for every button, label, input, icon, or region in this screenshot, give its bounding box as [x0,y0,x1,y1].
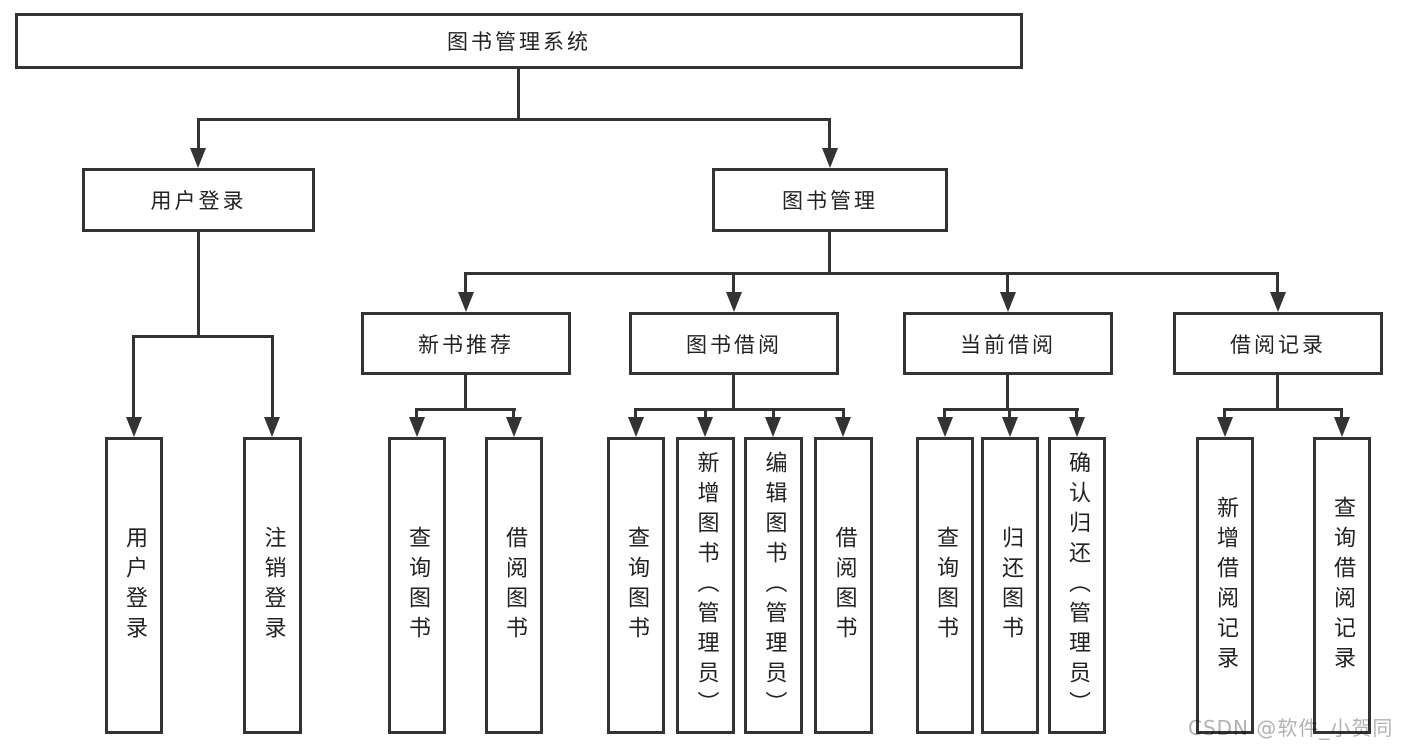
node-user-login: 用户登录 [82,168,315,232]
connector-line [1340,408,1343,419]
leaf-current-return-books: 归还图书 [981,437,1039,734]
connector-line [828,232,831,272]
arrowhead-icon [628,417,644,437]
arrowhead-icon [726,292,742,312]
connector-line [704,408,707,419]
node-new-book-recommend: 新书推荐 [361,312,571,375]
arrowhead-icon [1217,417,1233,437]
leaf-records-add-record: 新增借阅记录 [1196,437,1254,734]
connector-line [732,375,735,408]
leaf-borrow-edit-books-admin: 编辑图书（管理员） [744,437,803,734]
connector-line [1006,272,1009,292]
arrowhead-icon [937,417,953,437]
connector-line [197,232,200,335]
connector-line [197,118,200,148]
node-book-management: 图书管理 [712,168,948,232]
leaf-borrow-borrow-books: 借阅图书 [814,437,873,734]
connector-line [1223,408,1226,419]
connector-line [828,118,831,148]
arrowhead-icon [1000,292,1016,312]
connector-line [1008,408,1011,419]
arrowhead-icon [1002,417,1018,437]
arrowhead-icon [697,417,713,437]
node-borrow-records: 借阅记录 [1173,312,1383,375]
node-book-borrow: 图书借阅 [629,312,839,375]
connector-line [415,408,418,419]
arrowhead-icon [1334,417,1350,437]
node-root: 图书管理系统 [15,13,1023,69]
connector-line [512,408,515,419]
connector-line [1224,408,1343,411]
arrowhead-icon [126,417,142,437]
arrowhead-icon [1270,292,1286,312]
connector-line [943,408,946,419]
connector-line [464,375,467,408]
connector-line [197,118,830,121]
connector-line [517,68,520,118]
connector-line [634,408,844,411]
leaf-user-login: 用户登录 [105,437,163,734]
arrowhead-icon [835,417,851,437]
connector-line [1276,272,1279,292]
connector-line [464,272,467,292]
leaf-records-query-record: 查询借阅记录 [1313,437,1371,734]
node-current-borrow: 当前借阅 [903,312,1113,375]
connector-line [465,272,1279,275]
connector-line [634,408,637,419]
leaf-recommend-borrow-books: 借阅图书 [485,437,543,734]
connector-line [772,408,775,419]
arrowhead-icon [822,148,838,168]
connector-line [1075,408,1078,419]
leaf-logout: 注销登录 [243,437,302,734]
connector-line [271,335,274,417]
leaf-borrow-query-books: 查询图书 [607,437,665,734]
connector-line [842,408,845,419]
connector-line [416,408,516,411]
leaf-current-query-books: 查询图书 [916,437,974,734]
arrowhead-icon [458,292,474,312]
leaf-recommend-query-books: 查询图书 [388,437,446,734]
connector-line [132,335,135,417]
leaf-borrow-add-books-admin: 新增图书（管理员） [676,437,735,734]
leaf-current-confirm-return-admin: 确认归还（管理员） [1048,437,1106,734]
csdn-watermark: CSDN @软件_小贺同学 [1188,716,1394,747]
connector-line [944,408,1079,411]
arrowhead-icon [264,417,280,437]
arrowhead-icon [1069,417,1085,437]
connector-line [1006,375,1009,408]
connector-line [732,272,735,292]
arrowhead-icon [190,148,206,168]
connector-line [132,335,274,338]
arrowhead-icon [409,417,425,437]
arrowhead-icon [506,417,522,437]
arrowhead-icon [765,417,781,437]
connector-line [1276,375,1279,408]
